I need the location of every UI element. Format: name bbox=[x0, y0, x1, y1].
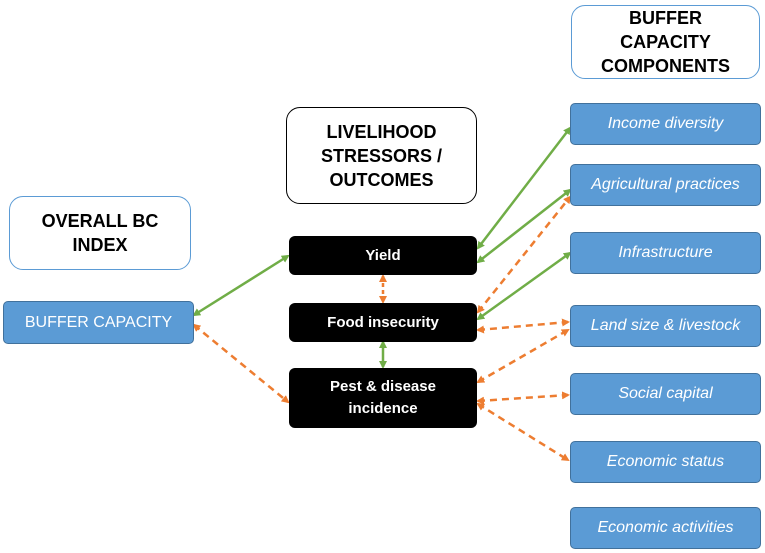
overall-bc-header-text: OVERALL BC INDEX bbox=[41, 211, 159, 255]
stressor-pest-disease: Pest & disease incidence bbox=[289, 368, 477, 428]
component-income-diversity-label: Income diversity bbox=[607, 115, 724, 132]
components-header-text: BUFFER CAPACITY COMPONENTS bbox=[600, 8, 730, 76]
overall-bc-header: OVERALL BC INDEX bbox=[9, 196, 191, 270]
stressors-header-text: LIVELIHOOD STRESSORS / OUTCOMES bbox=[320, 121, 443, 190]
stressor-yield: Yield bbox=[289, 236, 477, 275]
component-agricultural-practices-label: Agricultural practices bbox=[591, 176, 740, 193]
component-economic-status: Economic status bbox=[570, 441, 761, 483]
arrow-buffer-capacity-pest-disease bbox=[192, 323, 290, 404]
stressor-pest-disease-label: Pest & disease incidence bbox=[330, 378, 436, 417]
stressor-food-insecurity-label: Food insecurity bbox=[327, 313, 439, 331]
component-infrastructure-label: Infrastructure bbox=[618, 244, 713, 261]
buffer-capacity-node: BUFFER CAPACITY bbox=[3, 301, 194, 344]
stressor-food-insecurity: Food insecurity bbox=[289, 303, 477, 342]
component-agricultural-practices: Agricultural practices bbox=[570, 164, 761, 206]
arrow-economic-status-pest-disease bbox=[476, 402, 570, 462]
buffer-capacity-label: BUFFER CAPACITY bbox=[24, 313, 173, 331]
component-economic-status-label: Economic status bbox=[606, 453, 725, 470]
arrow-social-capital-pest-disease bbox=[476, 391, 570, 405]
arrow-land-size-food-insecurity bbox=[476, 318, 570, 334]
component-social-capital: Social capital bbox=[570, 373, 761, 415]
component-infrastructure: Infrastructure bbox=[570, 232, 761, 274]
arrow-income-diversity-yield bbox=[476, 126, 572, 250]
component-land-size-livestock: Land size & livestock bbox=[570, 305, 761, 347]
components-header: BUFFER CAPACITY COMPONENTS bbox=[571, 5, 760, 79]
arrow-land-size-pest-disease bbox=[476, 328, 570, 384]
component-social-capital-label: Social capital bbox=[618, 385, 713, 402]
component-economic-activities: Economic activities bbox=[570, 507, 761, 549]
arrow-agricultural-practices-yield bbox=[476, 188, 572, 264]
stressors-header: LIVELIHOOD STRESSORS / OUTCOMES bbox=[286, 107, 477, 204]
arrow-infrastructure-food-insecurity bbox=[476, 251, 572, 321]
arrow-buffer-capacity-yield bbox=[192, 254, 290, 317]
component-economic-activities-label: Economic activities bbox=[597, 519, 734, 536]
component-land-size-livestock-label: Land size & livestock bbox=[590, 317, 741, 334]
arrow-agricultural-practices-food-insecurity bbox=[476, 195, 572, 314]
component-income-diversity: Income diversity bbox=[570, 103, 761, 145]
stressor-yield-label: Yield bbox=[365, 246, 401, 264]
